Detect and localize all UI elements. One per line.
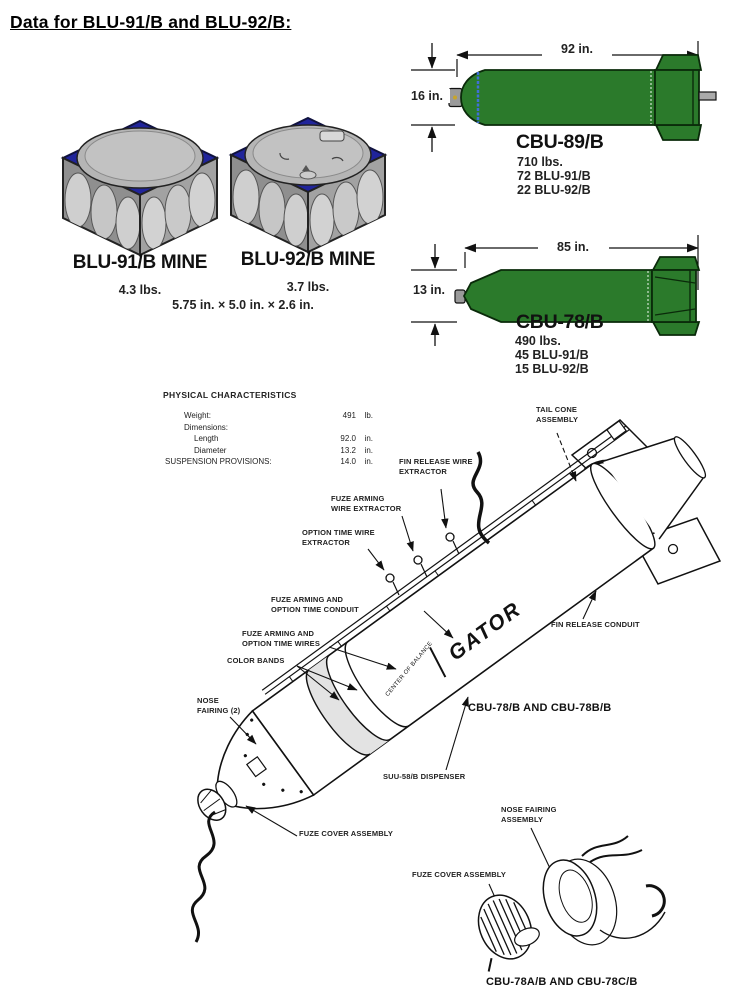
- label-fuze-arming-wires: FUZE ARMING AND OPTION TIME WIRES: [242, 629, 320, 648]
- phys-row-dimensions: Dimensions:: [184, 422, 229, 432]
- blu91-weight: 4.3 lbs.: [118, 283, 162, 297]
- blu92-name: BLU-92/B MINE: [240, 249, 376, 270]
- label-option-time-wire-extractor: OPTION TIME WIRE EXTRACTOR: [302, 528, 375, 547]
- cbu89-diameter-dim: 16 in.: [404, 89, 450, 103]
- label-fuze-arming-wire-extractor: FUZE ARMING WIRE EXTRACTOR: [331, 494, 402, 513]
- label-fin-release-wire-extractor: FIN RELEASE WIRE EXTRACTOR: [399, 457, 473, 476]
- label-nose-fairing-2: NOSE FAIRING (2): [197, 696, 241, 715]
- cbu78-illustration: [411, 235, 701, 346]
- caption-cbu78a-78c: CBU-78A/B AND CBU-78C/B: [486, 976, 638, 988]
- cbu89-illustration: [411, 41, 717, 152]
- cbu89-stats: 710 lbs. 72 BLU-91/B 22 BLU-92/B: [517, 155, 591, 197]
- cbu89-load-91: 72 BLU-91/B: [517, 169, 591, 183]
- label-nose-fairing-assembly: NOSE FAIRING ASSEMBLY: [501, 805, 557, 824]
- label-color-bands: COLOR BANDS: [227, 656, 285, 665]
- label-tail-cone-assembly: TAIL CONE ASSEMBLY: [536, 405, 579, 424]
- blu91-mine-illustration: [60, 119, 220, 257]
- cbu89-name: CBU-89/B: [516, 131, 604, 153]
- cbu78-length-dim: 85 in.: [538, 240, 608, 254]
- cbu78-load-92: 15 BLU-92/B: [515, 362, 589, 376]
- label-fuze-arming-conduit: FUZE ARMING AND OPTION TIME CONDUIT: [271, 595, 359, 614]
- label-fuze-cover-assembly: FUZE COVER ASSEMBLY: [299, 829, 393, 838]
- blu91-name: BLU-91/B MINE: [72, 252, 208, 273]
- cbu89-length-dim: 92 in.: [542, 42, 612, 56]
- mine-dimensions: 5.75 in. × 5.0 in. × 2.6 in.: [172, 298, 314, 312]
- page-title: Data for BLU-91/B and BLU-92/B:: [10, 12, 292, 32]
- caption-cbu78-78b: CBU-78/B AND CBU-78B/B: [468, 702, 612, 714]
- phys-heading: PHYSICAL CHARACTERISTICS: [163, 390, 297, 400]
- cbu89-weight: 710 lbs.: [517, 155, 563, 169]
- label-suu-dispenser: SUU-58/B DISPENSER: [383, 772, 466, 781]
- label-fin-release-conduit: FIN RELEASE CONDUIT: [551, 620, 640, 629]
- label-fuze-cover-assembly-2: FUZE COVER ASSEMBLY: [412, 870, 506, 879]
- cbu89-load-92: 22 BLU-92/B: [517, 183, 591, 197]
- cbu78-stats: 490 lbs. 45 BLU-91/B 15 BLU-92/B: [515, 334, 589, 376]
- cbu78-diameter-dim: 13 in.: [406, 283, 452, 297]
- blu92-weight: 3.7 lbs.: [286, 280, 330, 294]
- cbu78-name: CBU-78/B: [516, 311, 604, 333]
- blu92-mine-illustration: [228, 116, 388, 254]
- cbu78-weight: 490 lbs.: [515, 334, 561, 348]
- cbu78-load-91: 45 BLU-91/B: [515, 348, 589, 362]
